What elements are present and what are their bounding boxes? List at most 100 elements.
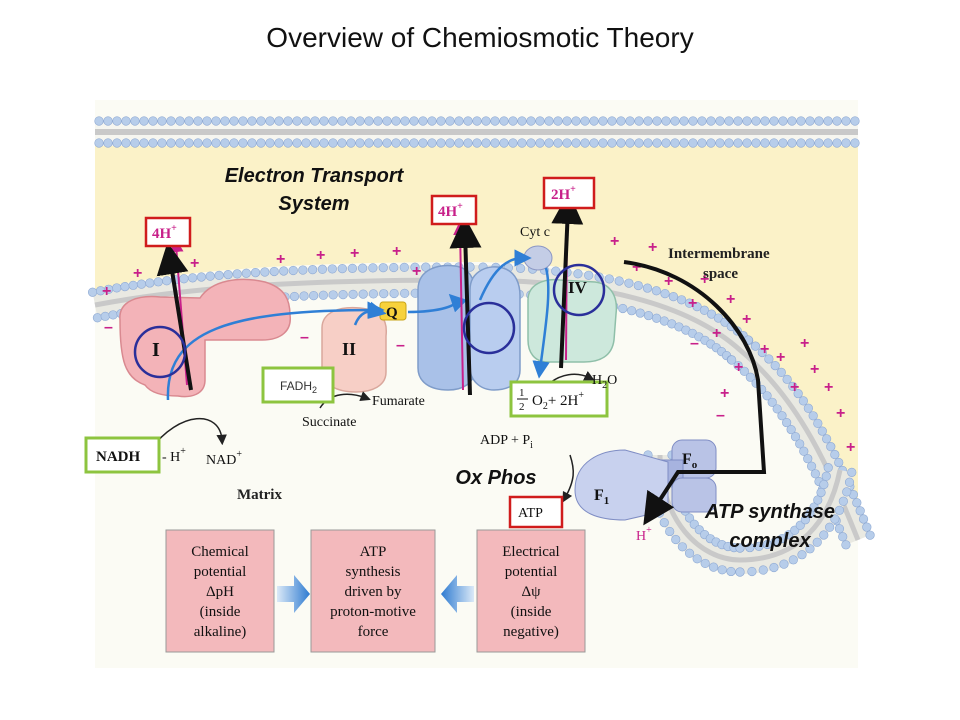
lipid-head [112, 116, 122, 126]
lipid-head [526, 116, 536, 126]
proton-plus: + [712, 325, 721, 342]
lipid-head [94, 138, 104, 148]
lipid-head [726, 566, 736, 577]
lipid-head [834, 505, 845, 515]
minus-sign: – [300, 329, 309, 346]
lipid-head [553, 116, 563, 126]
proton-box-right-text: 2H [551, 187, 571, 203]
fat-arrow-left [441, 575, 474, 613]
lipid-head [202, 116, 212, 126]
lipid-head [787, 138, 797, 148]
lipid-head [742, 138, 752, 148]
lipid-head [834, 524, 845, 534]
lipid-head [778, 116, 788, 126]
atp-synthesis-line-1: ATP [360, 544, 387, 560]
lipid-head [112, 283, 122, 293]
svg-text:4H+: 4H+ [438, 201, 463, 220]
lipid-head [706, 116, 716, 126]
lipid-head [625, 116, 635, 126]
lipid-head [279, 266, 289, 276]
proton-plus: + [760, 341, 769, 358]
lipid-head [269, 266, 279, 277]
lipid-head [205, 271, 215, 281]
lipid-head [733, 116, 743, 126]
lipid-head [274, 138, 284, 148]
svg-text:Fo: Fo [682, 451, 698, 471]
complex-ii: II [321, 306, 388, 393]
outer-membrane [94, 116, 860, 148]
lipid-head [515, 263, 526, 273]
lipid-head [472, 138, 482, 148]
lipid-head [614, 276, 624, 286]
lipid-head [229, 116, 239, 126]
lipid-head [776, 367, 786, 377]
proton-plus: + [734, 359, 743, 376]
lipid-head [328, 290, 338, 300]
lipid-head [715, 116, 725, 126]
lipid-head [571, 116, 581, 126]
lipid-head [745, 542, 755, 553]
f-o-label: F [682, 451, 692, 468]
lipid-head [157, 138, 167, 148]
lipid-head [796, 116, 806, 126]
lipid-head [865, 530, 875, 540]
lipid-head [139, 116, 149, 126]
lipid-head [788, 555, 798, 565]
lipid-head [130, 116, 140, 126]
lipid-head [389, 262, 399, 273]
two-h-plus: + [578, 390, 584, 401]
lipid-head [700, 558, 710, 569]
nadh-minus: - [162, 450, 170, 465]
lipid-head [319, 138, 329, 148]
lipid-head [832, 116, 842, 126]
lipid-head [220, 138, 230, 148]
chemical-potential-box: Chemical potential ΔpH (inside alkaline) [165, 529, 275, 653]
succinate-text: Succinate [302, 415, 356, 430]
ox-phos-label: Ox Phos [455, 467, 536, 489]
lipid-head [589, 138, 599, 148]
lipid-head [139, 138, 149, 148]
lipid-head [633, 280, 643, 291]
electrical-line-5: negative) [503, 624, 559, 640]
lipid-head [796, 138, 806, 148]
lipid-head [760, 138, 770, 148]
lipid-head [358, 289, 368, 299]
lipid-head [184, 116, 194, 126]
minus-sign: – [690, 335, 699, 352]
proton-box-middle-plus: + [457, 201, 463, 212]
lipid-head [635, 308, 645, 318]
lipid-head [830, 514, 840, 524]
lipid-head [634, 116, 644, 126]
nad-text: NAD [206, 453, 236, 468]
lipid-head [842, 487, 852, 497]
lipid-head [400, 138, 410, 148]
lipid-head [355, 138, 365, 148]
lipid-head [823, 463, 833, 473]
lipid-head [841, 116, 851, 126]
f-1-label: F [594, 487, 604, 504]
complex-ii-label: II [342, 339, 356, 359]
lipid-head [148, 138, 158, 148]
lipid-head [409, 116, 419, 126]
lipid-head [535, 116, 545, 126]
lipid-head [454, 116, 464, 126]
proton-box-middle: 4H+ [430, 194, 478, 226]
lipid-head [108, 310, 118, 320]
electrical-potential-box: Electrical potential Δψ (inside negative… [476, 529, 586, 653]
svg-text:2H+: 2H+ [551, 184, 576, 203]
lipid-head [627, 306, 637, 316]
lipid-head [661, 116, 671, 126]
lipid-head [301, 138, 311, 148]
lipid-head [128, 280, 138, 290]
lipid-head [782, 417, 792, 428]
svg-text:H2O: H2O [592, 373, 617, 391]
lipid-head [821, 471, 831, 481]
lipid-head [844, 477, 855, 487]
atp-synthase-structure: Fo F1 [574, 439, 717, 521]
matrix-label: Matrix [237, 487, 282, 503]
lipid-head [832, 138, 842, 148]
lipid-head [379, 289, 389, 299]
lipid-head [153, 277, 163, 287]
svg-text:- H+: - H+ [162, 446, 186, 465]
proton-plus: + [790, 379, 799, 396]
